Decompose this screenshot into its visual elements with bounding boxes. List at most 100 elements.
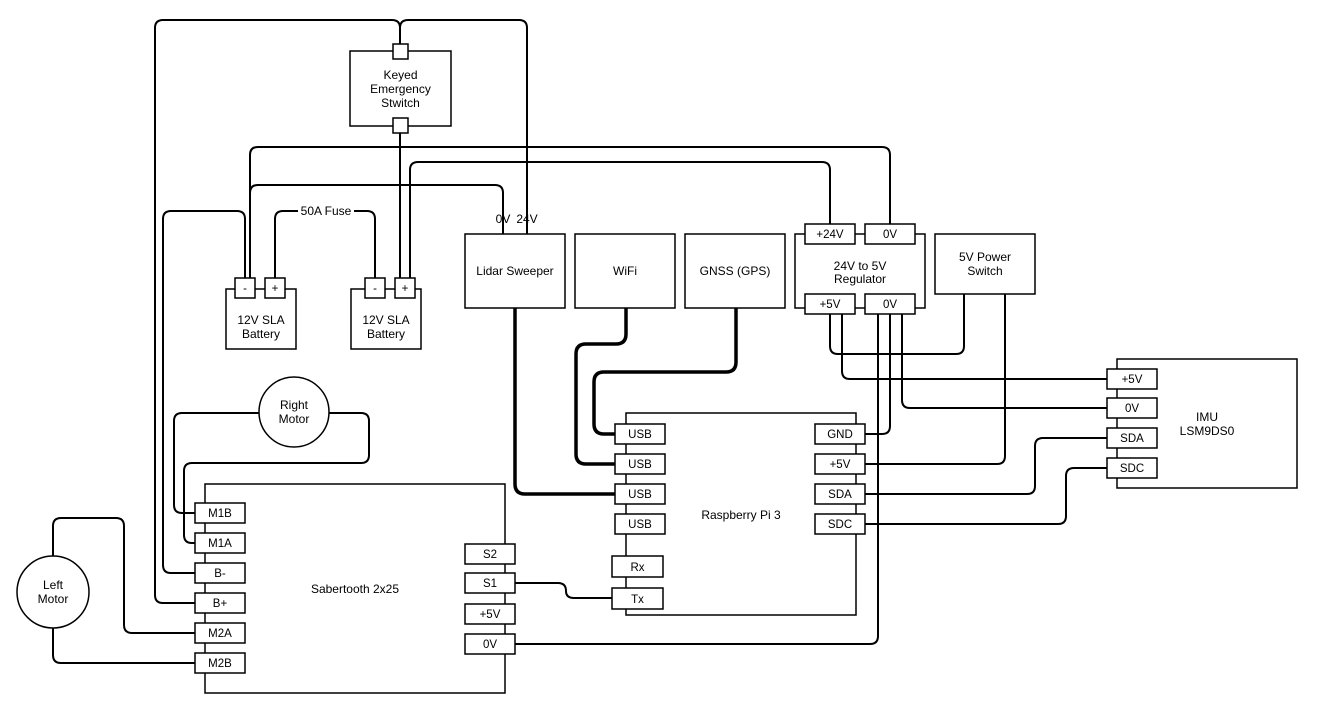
wire-rpi-gnd-to-regulator (865, 314, 891, 435)
wifi-module[interactable]: WiFi (574, 233, 676, 309)
rpi-pin-5v (814, 453, 866, 475)
wire-sdc (865, 467, 1107, 525)
power-switch-label-2: Switch (967, 264, 1002, 278)
battery-left-minus-terminal (234, 277, 256, 299)
raspberry-pi-label: Raspberry Pi 3 (701, 508, 781, 522)
sabertooth-pin-m2a-label: M2A (208, 628, 232, 640)
wire-regulator-5v-to-switch (829, 294, 965, 355)
battery-right-label-1: 12V SLA (362, 313, 409, 327)
wire-left-motor-m2a (52, 517, 195, 634)
rpi-pin-sdc-label: SDC (828, 519, 852, 531)
lidar-sweeper-label: Lidar Sweeper (476, 264, 553, 278)
rpi-pin-usb-1-label: USB (628, 429, 652, 441)
battery-left[interactable]: - + 12V SLA Battery (225, 277, 297, 350)
regulator-pin-0v-out-label: 0V (883, 299, 897, 311)
emergency-switch[interactable]: Keyed Emergency Stwitch (349, 43, 452, 134)
sabertooth-pin-bminus-label: B- (214, 568, 226, 580)
rpi-pin-usb-3 (614, 483, 666, 505)
rpi-pin-usb-1 (614, 423, 666, 445)
sabertooth-pin-m2b (194, 652, 246, 674)
sabertooth-pin-5v (464, 603, 516, 625)
left-motor-label-2: Motor (38, 592, 69, 606)
regulator-label-1: 24V to 5V (834, 259, 887, 273)
wire-ground-to-regulator-0v (249, 146, 891, 278)
battery-right-minus-label: - (373, 283, 377, 295)
right-motor-label-2: Motor (279, 412, 310, 426)
emergency-switch-label-2: Emergency (370, 82, 431, 96)
regulator-label-2: Regulator (834, 272, 886, 286)
rpi-pin-sda (814, 483, 866, 505)
lidar-pin-0v-label: 0V (496, 212, 511, 226)
rpi-pin-rx (611, 555, 664, 578)
battery-right-plus-label: + (402, 283, 409, 295)
battery-right-minus-terminal (364, 277, 386, 299)
battery-left-label-1: 12V SLA (237, 313, 284, 327)
wire-fuse (274, 210, 376, 278)
regulator-pin-24v-in-label: +24V (816, 229, 844, 241)
wire-battery-minus-to-bminus (162, 210, 246, 574)
rpi-pin-sda-label: SDA (828, 489, 852, 501)
sabertooth-pin-s1 (464, 572, 516, 594)
sabertooth-pin-5v-label: +5V (480, 609, 501, 621)
rpi-pin-usb-4 (614, 513, 666, 535)
regulator-pin-0v-out (864, 293, 916, 315)
regulator-pin-0v-in (864, 223, 916, 245)
sabertooth-pin-bplus (194, 592, 246, 614)
wire-24v-to-regulator (409, 161, 831, 278)
gnss-module[interactable]: GNSS (GPS) (684, 233, 786, 309)
rpi-pin-usb-4-label: USB (628, 519, 652, 531)
wire-right-motor-m1a (183, 412, 370, 544)
wire-sabertooth-0v-to-regulator (515, 314, 879, 645)
battery-right[interactable]: - + 12V SLA Battery (350, 277, 422, 350)
sabertooth-pin-0v (464, 633, 516, 655)
wire-right-motor-m1b (173, 412, 260, 514)
sabertooth-pin-bminus (194, 562, 246, 584)
sabertooth-pin-m2b-label: M2B (208, 658, 232, 670)
imu-pin-sdc-label: SDC (1120, 463, 1144, 475)
power-switch-label-1: 5V Power (959, 250, 1011, 264)
wire-regulator-0v-to-imu (901, 314, 1107, 409)
lidar-pin-24v-label: 24V (516, 212, 537, 226)
battery-left-plus-terminal (264, 277, 286, 299)
left-motor-label-1: Left (43, 578, 64, 592)
wires (52, 19, 1107, 664)
imu-label-2: LSM9DS0 (1180, 424, 1235, 438)
rpi-pin-gnd (814, 423, 866, 445)
sabertooth[interactable]: Sabertooth 2x25 M1B M1A B- B+ M2A M2B S2… (194, 483, 516, 694)
power-switch-5v[interactable]: 5V Power Switch (934, 233, 1036, 295)
regulator-pin-0v-in-label: 0V (883, 229, 897, 241)
sabertooth-pin-0v-label: 0V (483, 639, 497, 651)
right-motor-label-1: Right (280, 398, 309, 412)
sabertooth-pin-m1a-label: M1A (208, 538, 232, 550)
usb-cable-wifi (574, 308, 628, 466)
left-motor[interactable]: Left Motor (16, 555, 90, 629)
battery-left-label-2: Battery (242, 327, 280, 341)
rpi-pin-rx-label: Rx (630, 562, 644, 574)
imu-label-1: IMU (1196, 410, 1218, 424)
right-motor[interactable]: Right Motor (258, 376, 330, 448)
usb-cable-gnss (592, 308, 738, 436)
sabertooth-pin-s2-label: S2 (483, 549, 497, 561)
sabertooth-pin-m1a (194, 532, 246, 554)
sabertooth-pin-m1b-label: M1B (208, 508, 232, 520)
wire-left-motor-m2b (52, 628, 195, 664)
sabertooth-pin-s1-label: S1 (483, 578, 497, 590)
wire-sda (865, 437, 1107, 495)
wire-regulator-5v-to-imu (841, 314, 1107, 380)
imu[interactable]: IMU LSM9DS0 +5V 0V SDA SDC (1106, 358, 1298, 489)
battery-right-label-2: Battery (367, 327, 405, 341)
lidar-sweeper[interactable]: Lidar Sweeper 0V 24V (464, 212, 566, 309)
imu-pin-0v (1106, 397, 1158, 419)
emergency-switch-terminal-top (392, 43, 409, 60)
regulator-pin-5v-out-label: +5V (820, 299, 841, 311)
sabertooth-pin-m2a (194, 622, 246, 644)
gnss-label: GNSS (GPS) (700, 264, 771, 278)
rpi-pin-sdc (814, 513, 866, 535)
emergency-switch-label-3: Stwitch (381, 96, 420, 110)
wire-s1-to-tx (515, 582, 612, 599)
regulator[interactable]: 24V to 5V Regulator +24V 0V +5V 0V (794, 223, 926, 315)
rpi-pin-tx (611, 587, 664, 610)
rpi-pin-gnd-label: GND (827, 429, 853, 441)
raspberry-pi[interactable]: Raspberry Pi 3 USB USB USB USB Rx Tx GND… (611, 412, 866, 616)
